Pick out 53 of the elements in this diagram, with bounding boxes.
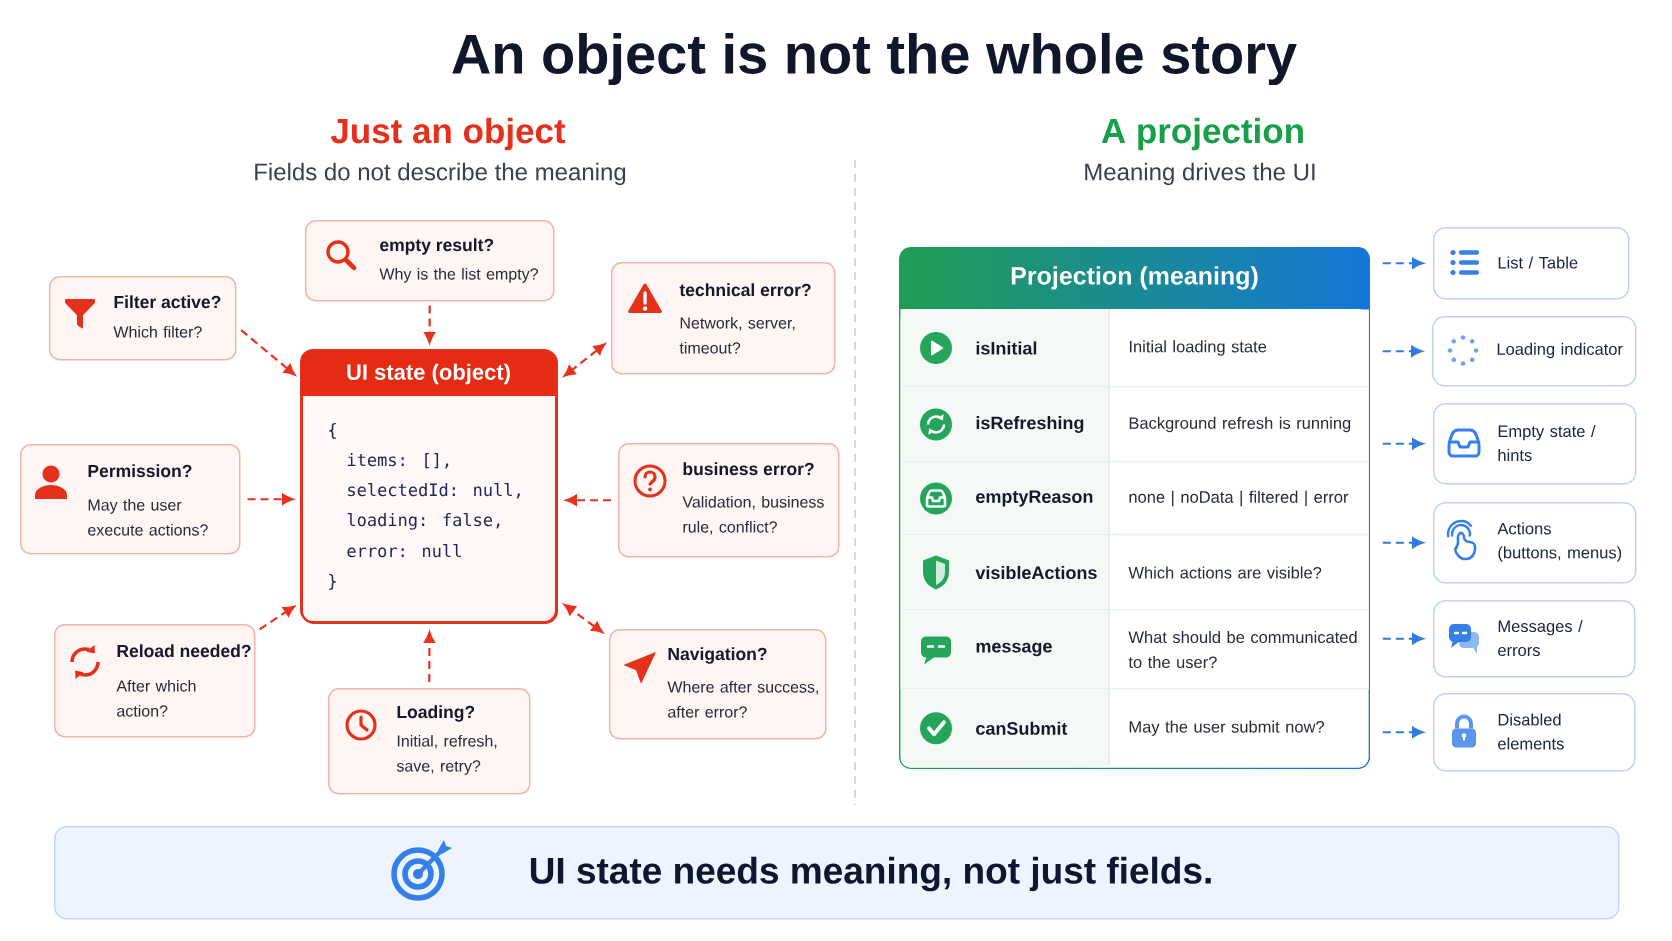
arrow xyxy=(1382,257,1424,269)
node-label: canSubmit xyxy=(976,721,1068,735)
table-row: emptyReason none | noData | filtered | error xyxy=(899,461,1370,536)
arrow xyxy=(424,631,435,682)
question-card: technical error? Network, server, timeout? xyxy=(611,262,836,375)
card: Empty state / hints xyxy=(1433,403,1637,485)
banner: UI state needs meaning, not just fields. xyxy=(54,826,1620,920)
question-card: Filter active? Which filter? xyxy=(49,276,237,361)
node-label: Initial loading state xyxy=(1129,340,1267,356)
section-heading: A projection xyxy=(1101,117,1303,151)
arrow xyxy=(563,604,604,633)
arrow xyxy=(563,343,606,377)
card: Loading indicator xyxy=(1432,316,1637,387)
card: Disabled elements xyxy=(1433,693,1636,772)
question-card: Reload needed? After which action? xyxy=(54,624,256,738)
card: List / Table xyxy=(1433,227,1630,300)
arrow xyxy=(1382,438,1424,450)
question-card: business error? Validation, business rule, conflict? xyxy=(618,443,840,558)
question-card: Loading? Initial, refresh, save, retry? xyxy=(328,688,531,795)
arrow xyxy=(240,329,296,376)
arrow xyxy=(424,305,436,344)
card: Actions (buttons, menus) xyxy=(1433,502,1637,584)
table-row: message What should be communicated to the user? xyxy=(899,609,1370,690)
node-label: May the user submit now? xyxy=(1129,720,1325,736)
node-label: Which actions are visible? xyxy=(1128,566,1322,579)
question-card: Navigation? Where after success, after error? xyxy=(609,629,827,740)
table-row: isInitial Initial loading state xyxy=(899,308,1370,388)
title: An object is not the whole story xyxy=(452,32,1297,86)
section-heading: Just an object xyxy=(330,117,566,151)
node-label: isInitial xyxy=(976,341,1037,355)
table-row: canSubmit May the user submit now? xyxy=(900,688,1369,768)
node-label: visibleActions xyxy=(975,565,1097,580)
table-row: visibleActions Which actions are visible? xyxy=(899,534,1370,611)
node-label: emptyReason xyxy=(976,490,1093,507)
node-label: Background refresh is running xyxy=(1129,416,1351,433)
arrow xyxy=(565,494,611,506)
question-card: empty result? Why is the list empty? xyxy=(305,220,555,302)
subtitle: Meaning drives the UI xyxy=(1085,162,1315,186)
arrow xyxy=(259,605,295,631)
question-card: Permission? May the user execute actions? xyxy=(20,444,241,555)
node-label: isRefreshing xyxy=(976,416,1084,433)
arrow xyxy=(1382,726,1424,738)
subtitle: Fields do not describe the meaning xyxy=(255,162,626,186)
table-row: isRefreshing Background refresh is running xyxy=(899,386,1370,463)
code-card: UI state (object) { items: [], selectedId: null, loading: false, error: null } xyxy=(300,349,558,624)
arrow xyxy=(1382,345,1423,357)
node-label: What should be communicated to the user? xyxy=(1128,630,1357,669)
arrow xyxy=(1382,537,1424,549)
arrow xyxy=(1382,633,1424,645)
node-label: message xyxy=(976,642,1052,657)
arrow xyxy=(247,493,294,505)
node-label: none | noData | filtered | error xyxy=(1129,490,1349,507)
card: Messages / errors xyxy=(1433,600,1636,678)
